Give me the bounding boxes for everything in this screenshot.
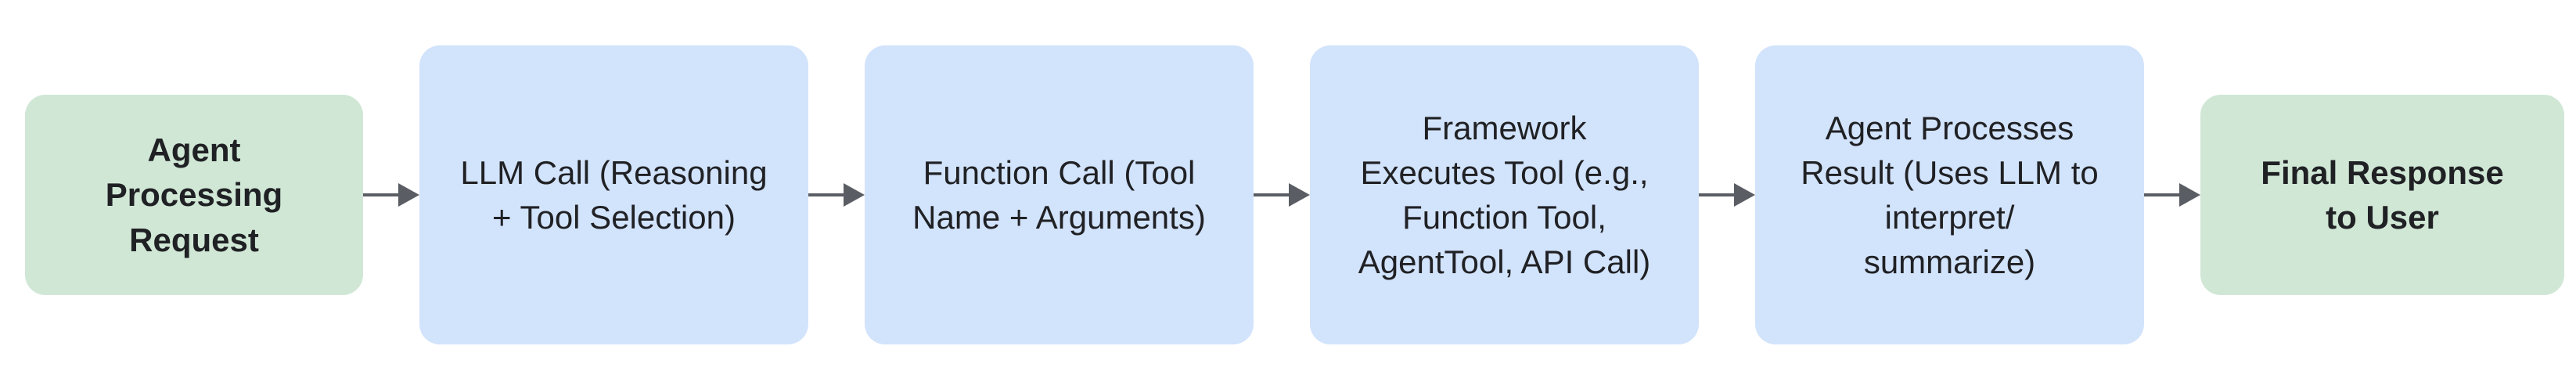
flow-arrow-icon bbox=[1699, 182, 1755, 207]
arrow-head-icon bbox=[398, 183, 419, 207]
flow-arrow-icon bbox=[363, 182, 419, 207]
flow-node-agent-processes-result: Agent Processes Result (Uses LLM to inte… bbox=[1755, 45, 2144, 344]
arrow-line bbox=[1699, 193, 1734, 196]
arrow-head-icon bbox=[1289, 183, 1310, 207]
arrow-line bbox=[808, 193, 844, 196]
arrow-line bbox=[1254, 193, 1289, 196]
flow-node-final-response-to-user: Final Response to User bbox=[2200, 95, 2564, 295]
arrow-head-icon bbox=[844, 183, 865, 207]
flow-arrow-icon bbox=[808, 182, 865, 207]
flow-arrow-icon bbox=[1254, 182, 1310, 207]
flow-arrow-icon bbox=[2144, 182, 2200, 207]
flow-node-function-call: Function Call (Tool Name + Arguments) bbox=[865, 45, 1254, 344]
arrow-head-icon bbox=[2179, 183, 2200, 207]
arrow-line bbox=[2144, 193, 2179, 196]
flow-node-llm-call: LLM Call (Reasoning + Tool Selection) bbox=[419, 45, 808, 344]
arrow-line bbox=[363, 193, 398, 196]
flow-node-framework-executes-tool: Framework Executes Tool (e.g., Function … bbox=[1310, 45, 1699, 344]
flow-node-agent-processing-request: Agent Processing Request bbox=[25, 95, 363, 295]
arrow-head-icon bbox=[1734, 183, 1755, 207]
